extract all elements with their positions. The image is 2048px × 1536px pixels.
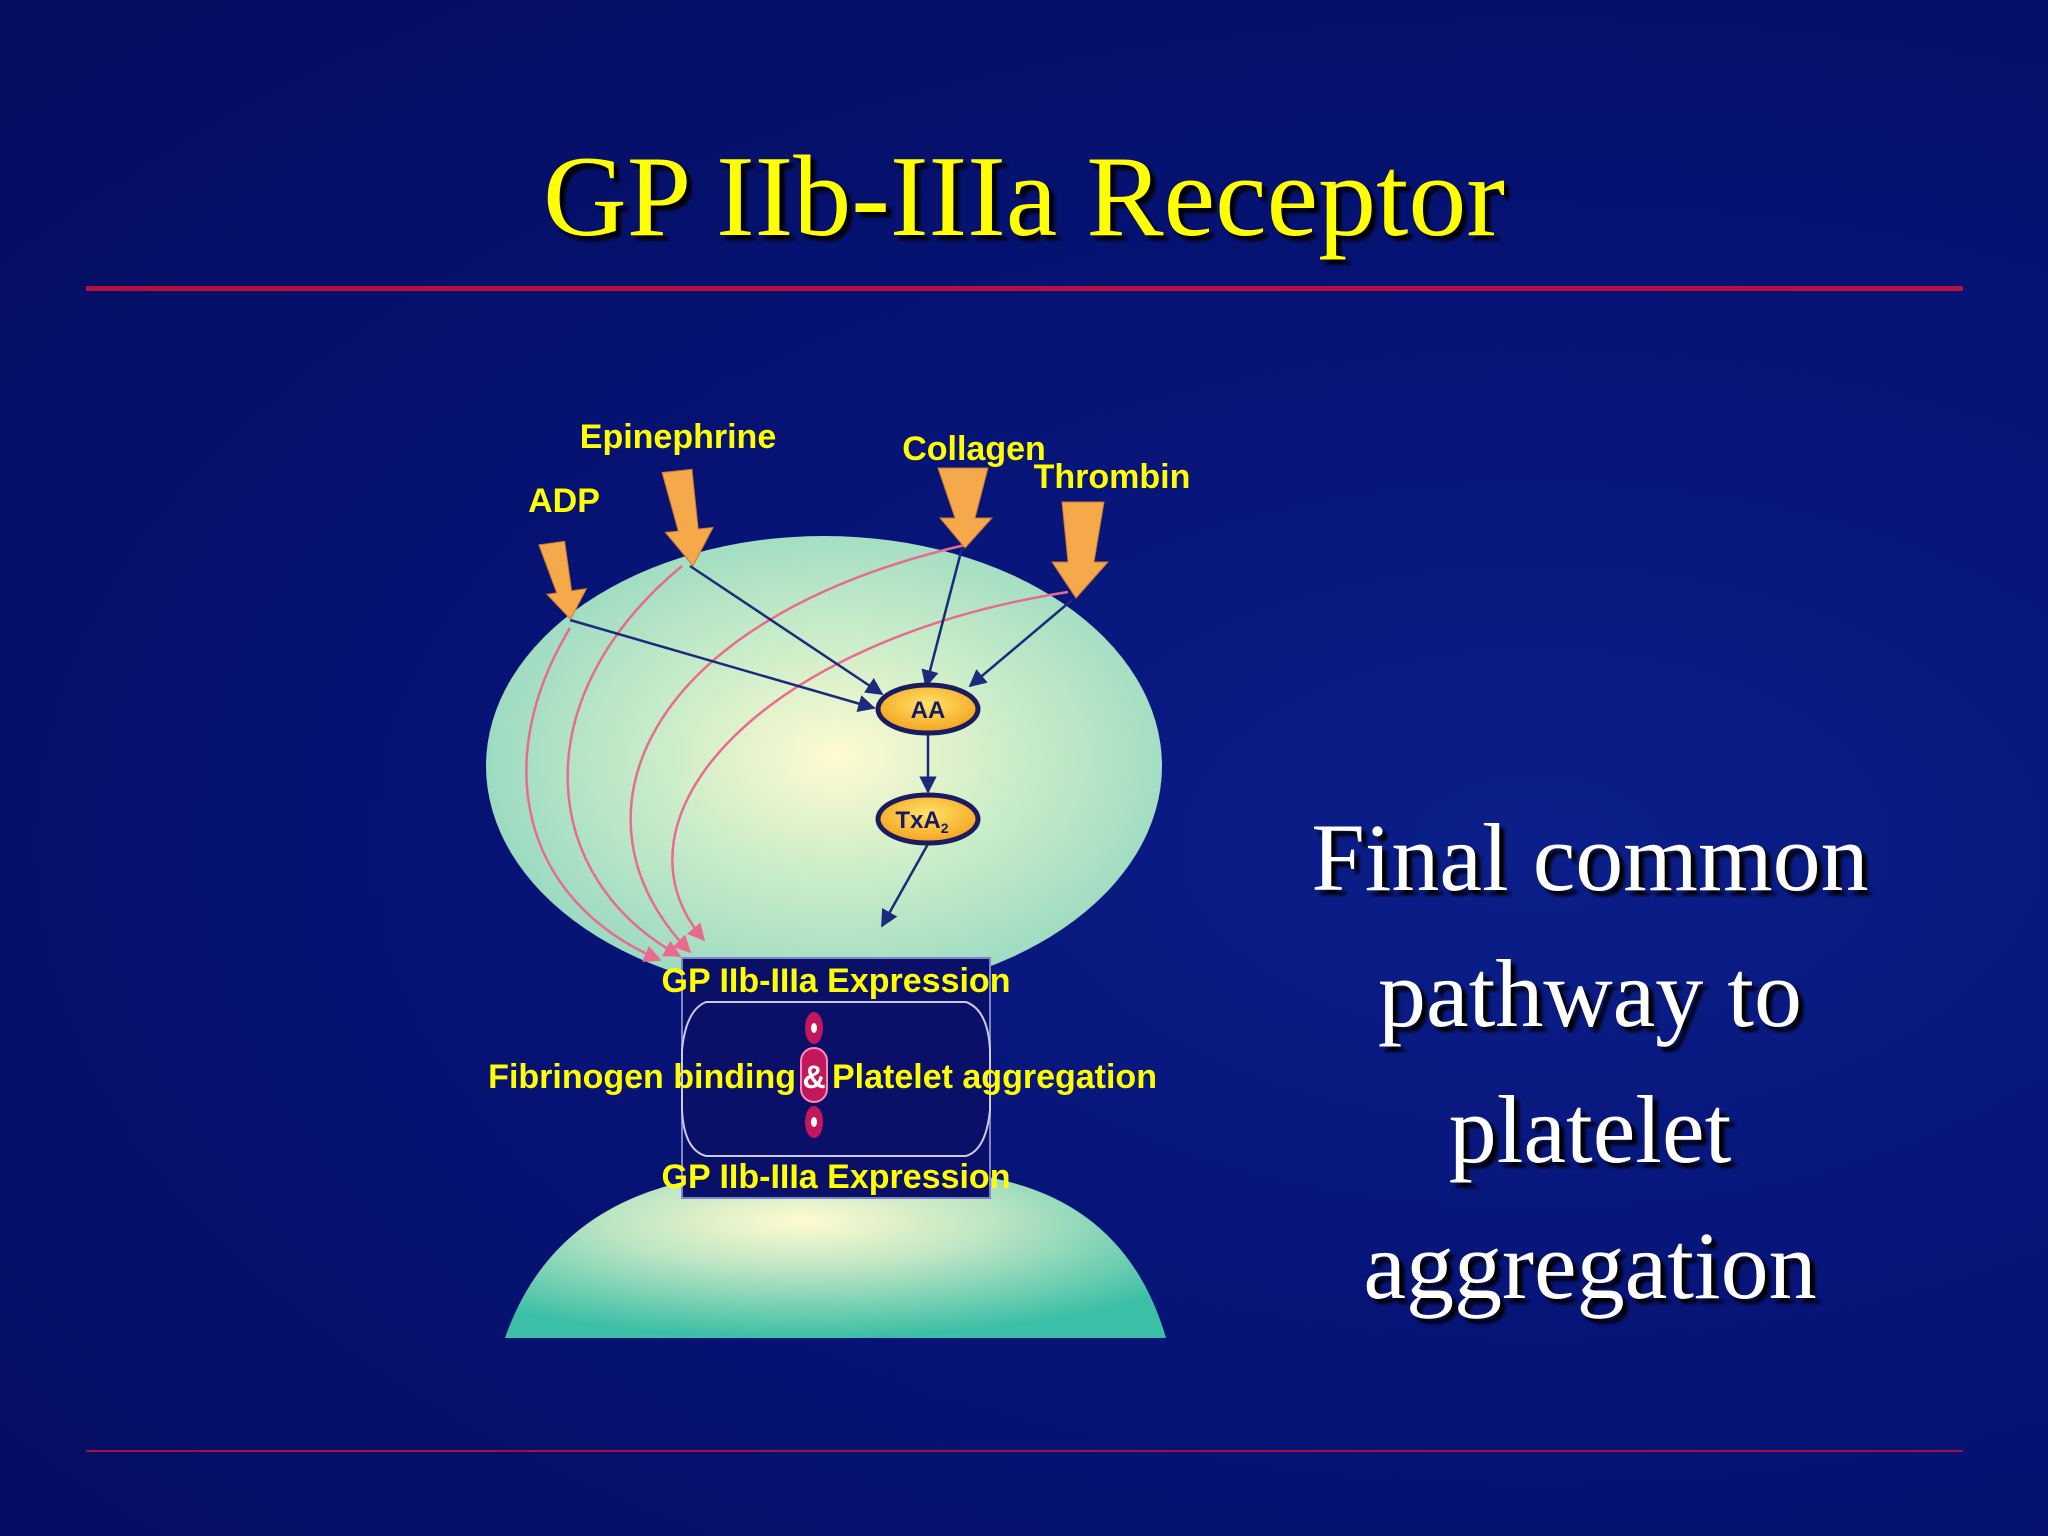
thrombin-label: Thrombin xyxy=(1034,458,1191,496)
slide-title: GP IIb-IIIa Receptor xyxy=(543,133,1505,261)
aa-node: AA xyxy=(875,682,981,736)
lower-platelet xyxy=(505,1172,1166,1338)
side-text-line-2: pathway to xyxy=(1378,940,1802,1047)
top-expression-label: GP IIb-IIIa Expression xyxy=(662,962,1011,1000)
aa-label: AA xyxy=(911,697,946,724)
bottom-expression-label: GP IIb-IIIa Expression xyxy=(662,1158,1011,1196)
curved-pathways xyxy=(525,543,1069,962)
side-text-line-1: Final common xyxy=(1311,804,1869,911)
side-text: Final common pathway to platelet aggrega… xyxy=(1230,790,1950,1334)
side-text-line-3: platelet xyxy=(1448,1076,1732,1183)
side-text-line-4: aggregation xyxy=(1363,1212,1817,1319)
title-divider xyxy=(86,286,1963,291)
ampersand-label: & xyxy=(802,1059,825,1095)
gp-expression-box: GP IIb-IIIa Expression GP IIb-IIIa Expre… xyxy=(662,957,1011,1199)
agonist-arrows xyxy=(538,467,1110,621)
txa2-label: TxA2 xyxy=(895,807,948,836)
fibrinogen-binding-label: Fibrinogen binding xyxy=(488,1058,796,1096)
platelet-aggregation-label: Platelet aggregation xyxy=(832,1058,1157,1096)
adp-label: ADP xyxy=(528,482,600,520)
fibrinogen-link: & xyxy=(800,1012,828,1138)
pathway-arrows xyxy=(569,547,1073,928)
txa2-node: TxA2 xyxy=(875,792,981,846)
bottom-divider xyxy=(86,1450,1963,1452)
epinephrine-label: Epinephrine xyxy=(580,418,776,456)
collagen-label: Collagen xyxy=(902,430,1046,468)
upper-platelet xyxy=(486,536,1162,996)
